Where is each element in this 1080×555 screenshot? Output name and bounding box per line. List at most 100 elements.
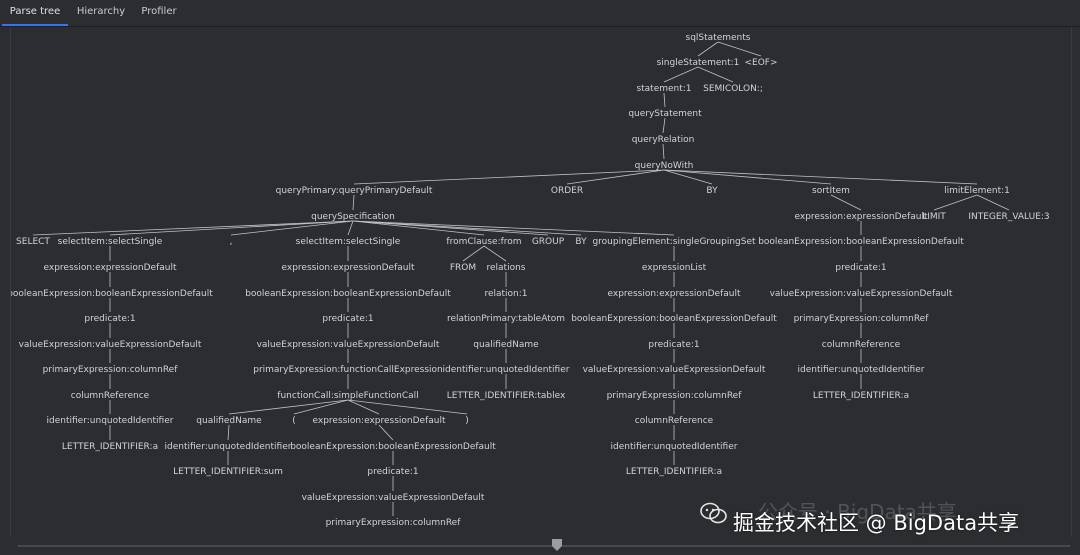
tree-edge xyxy=(697,66,734,83)
tree-node[interactable]: columnReference xyxy=(822,340,901,350)
tree-node[interactable]: INTEGER_VALUE:3 xyxy=(968,212,1049,222)
tree-node[interactable]: groupingElement:singleGroupingSet xyxy=(592,237,756,247)
tree-edge xyxy=(32,220,354,236)
tree-edge xyxy=(352,220,582,236)
tree-node[interactable]: querySpecification xyxy=(311,212,395,222)
tree-edge xyxy=(663,92,666,108)
tree-node[interactable]: SEMICOLON:; xyxy=(703,84,763,94)
tree-node[interactable]: valueExpression:valueExpressionDefault xyxy=(583,365,766,375)
tree-node[interactable]: BY xyxy=(575,237,587,247)
tree-node[interactable]: booleanExpression:booleanExpressionDefau… xyxy=(245,289,451,299)
tree-node[interactable]: queryPrimary:queryPrimaryDefault xyxy=(276,186,433,196)
tree-node[interactable]: queryStatement xyxy=(628,109,702,119)
tree-node[interactable]: sqlStatements xyxy=(686,33,751,43)
tree-node[interactable]: valueExpression:valueExpressionDefault xyxy=(770,289,953,299)
tree-node[interactable]: ORDER xyxy=(551,186,583,196)
tree-node[interactable]: , xyxy=(230,237,233,247)
tree-edge xyxy=(976,194,1010,211)
tree-node[interactable]: identifier:unquotedIdentifier xyxy=(611,442,738,452)
tree-node[interactable]: queryRelation xyxy=(632,135,695,145)
tree-node[interactable]: BY xyxy=(706,186,718,196)
tree-node[interactable]: relation:1 xyxy=(484,289,527,299)
tree-node[interactable]: identifier:unquotedIdentifier xyxy=(443,365,570,375)
tab-profiler[interactable]: Profiler xyxy=(141,6,177,17)
tree-node[interactable]: valueExpression:valueExpressionDefault xyxy=(19,340,202,350)
tree-node[interactable]: qualifiedName xyxy=(196,416,262,426)
tree-node[interactable]: ( xyxy=(292,416,296,426)
tree-node[interactable]: queryNoWith xyxy=(635,161,694,171)
tree-node[interactable]: <EOF> xyxy=(744,58,777,68)
tree-node[interactable]: identifier:unquotedIdentifier xyxy=(165,442,292,452)
tree-node[interactable]: qualifiedName xyxy=(473,340,539,350)
tree-edge xyxy=(352,220,675,236)
parse-tree-canvas[interactable]: sqlStatements singleStatement:1 <EOF> state… xyxy=(10,27,1072,537)
tree-node[interactable]: expression:expressionDefault xyxy=(794,212,927,222)
tree-node[interactable]: LETTER_IDENTIFIER:a xyxy=(813,391,909,401)
tree-node[interactable]: FROM xyxy=(450,263,476,273)
tree-node[interactable]: expression:expressionDefault xyxy=(607,289,740,299)
tree-node[interactable]: predicate:1 xyxy=(648,340,699,350)
tree-node[interactable]: primaryExpression:columnRef xyxy=(794,314,930,324)
tree-edge xyxy=(293,399,349,415)
tree-node[interactable]: valueExpression:valueExpressionDefault xyxy=(302,493,485,503)
tree-node[interactable]: predicate:1 xyxy=(835,263,886,273)
tree-node[interactable]: booleanExpression:booleanExpressionDefau… xyxy=(758,237,964,247)
tree-node[interactable]: columnReference xyxy=(71,391,150,401)
tree-node[interactable]: SELECT xyxy=(16,237,50,247)
tree-node[interactable]: GROUP xyxy=(532,237,565,247)
tree-node[interactable]: predicate:1 xyxy=(322,314,373,324)
tree-node[interactable]: LETTER_IDENTIFIER:a xyxy=(62,442,158,452)
tree-edge xyxy=(717,41,762,57)
tree-edge xyxy=(462,245,485,262)
tree-node[interactable]: LETTER_IDENTIFIER:a xyxy=(626,467,722,477)
tree-node[interactable]: primaryExpression:columnRef xyxy=(43,365,179,375)
tree-node[interactable]: primaryExpression:columnRef xyxy=(326,518,462,528)
tree-node[interactable]: selectItem:selectSingle xyxy=(296,237,401,247)
tree-edge xyxy=(109,220,354,236)
tree-edge xyxy=(933,194,978,211)
tree-edge xyxy=(663,169,832,185)
tree-edge xyxy=(662,117,666,134)
tree-node[interactable]: expressionList xyxy=(642,263,707,273)
tree-node[interactable]: booleanExpression:booleanExpressionDefau… xyxy=(290,442,496,452)
scroll-thumb[interactable] xyxy=(551,539,563,551)
tree-node[interactable]: relationPrimary:tableAtom xyxy=(447,314,565,324)
tree-node[interactable]: selectItem:selectSingle xyxy=(58,237,163,247)
horizontal-scrollbar[interactable] xyxy=(18,545,1070,547)
tree-node[interactable]: primaryExpression:columnRef xyxy=(607,391,743,401)
tree-node[interactable]: valueExpression:valueExpressionDefault xyxy=(257,340,440,350)
tree-edge xyxy=(228,399,349,415)
tree-node[interactable]: LIMIT xyxy=(922,212,946,222)
tree-node[interactable]: primaryExpression:functionCallExpression xyxy=(253,365,443,375)
tree-node[interactable]: functionCall:simpleFunctionCall xyxy=(277,391,418,401)
tab-parse-tree[interactable]: Parse tree xyxy=(2,0,68,26)
tree-node[interactable]: columnReference xyxy=(635,416,714,426)
tree-edge xyxy=(347,399,380,415)
tree-node[interactable]: statement:1 xyxy=(636,84,691,94)
tree-node[interactable]: booleanExpression:booleanExpressionDefau… xyxy=(571,314,777,324)
tree-node[interactable]: expression:expressionDefault xyxy=(281,263,414,273)
tab-hierarchy[interactable]: Hierarchy xyxy=(76,6,126,17)
tree-edge xyxy=(830,194,862,211)
tree-edge xyxy=(663,169,978,185)
tree-node[interactable]: booleanExpression:booleanExpressionDefau… xyxy=(11,289,213,299)
tree-node[interactable]: predicate:1 xyxy=(367,467,418,477)
tree-node[interactable]: expression:expressionDefault xyxy=(312,416,445,426)
tree-node[interactable]: ) xyxy=(465,416,469,426)
tree-node[interactable]: limitElement:1 xyxy=(944,186,1010,196)
tree-node[interactable]: relations xyxy=(487,263,526,273)
tree-node[interactable]: LETTER_IDENTIFIER:tablex xyxy=(447,391,566,401)
tree-node[interactable]: singleStatement:1 xyxy=(657,58,740,68)
tree-edge xyxy=(566,169,665,185)
tree-node[interactable]: LETTER_IDENTIFIER:sum xyxy=(173,467,283,477)
parse-tree: sqlStatements singleStatement:1 <EOF> state… xyxy=(11,33,1050,528)
tree-edge xyxy=(227,424,230,441)
tree-edge xyxy=(483,245,507,262)
tree-node[interactable]: identifier:unquotedIdentifier xyxy=(47,416,174,426)
tree-node[interactable]: fromClause:from xyxy=(446,237,521,247)
tree-edge xyxy=(663,169,713,185)
tree-node[interactable]: predicate:1 xyxy=(84,314,135,324)
tree-node[interactable]: expression:expressionDefault xyxy=(43,263,176,273)
tree-node[interactable]: identifier:unquotedIdentifier xyxy=(798,365,925,375)
tree-node[interactable]: sortItem xyxy=(812,186,850,196)
